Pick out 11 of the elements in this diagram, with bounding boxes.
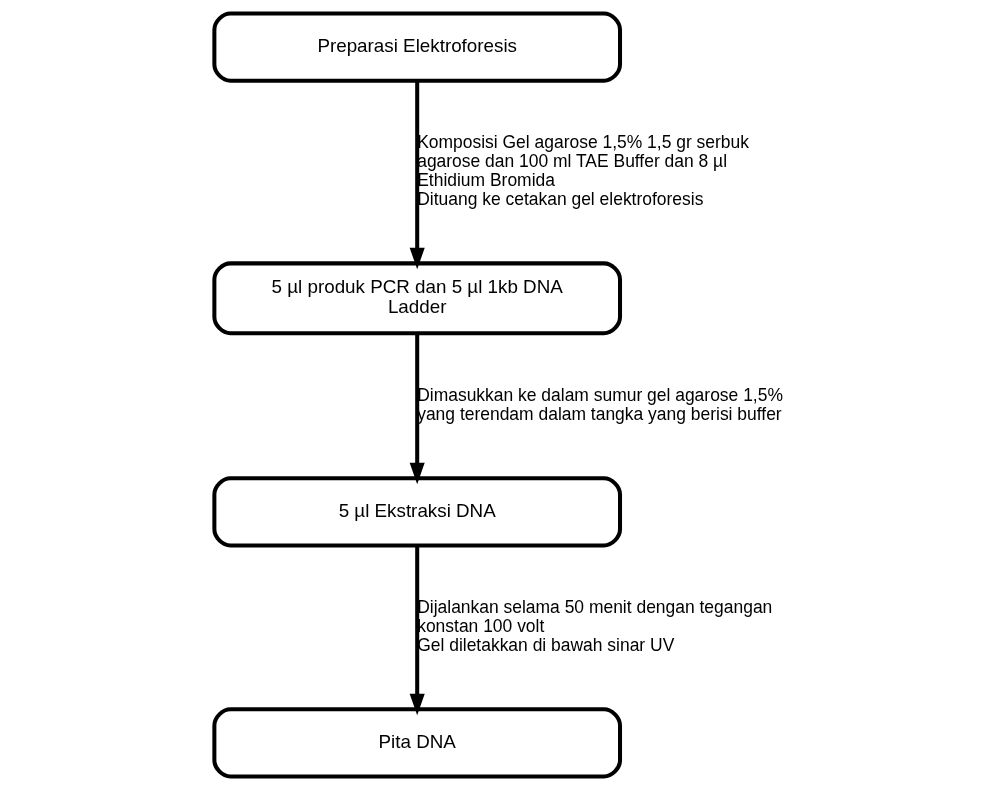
node-box: 5 µl produk PCR dan 5 µl 1kb DNA Ladder: [211, 261, 622, 336]
node-box: Pita DNA: [211, 707, 622, 779]
edge-label: Dituang ke cetakan gel elektroforesis: [416, 188, 703, 209]
arrow: [409, 545, 425, 716]
edge-label: Komposisi Gel agarose 1,5% 1,5 gr serbuk agarose dan 100 ml TAE Buffer dan 8 µl Ethidium Bromida: [416, 132, 749, 190]
arrow: [409, 80, 425, 270]
edge-label: Gel diletakkan di bawah sinar UV: [416, 634, 674, 655]
node-box: Preparasi Elektroforesis: [211, 11, 622, 83]
node-box: 5 µl Ekstraksi DNA: [211, 476, 622, 548]
edge-label: Dimasukkan ke dalam sumur gel agarose 1,5% yang terendam dalam tangka yang berisi buffer: [416, 384, 783, 424]
arrow: [409, 333, 425, 485]
